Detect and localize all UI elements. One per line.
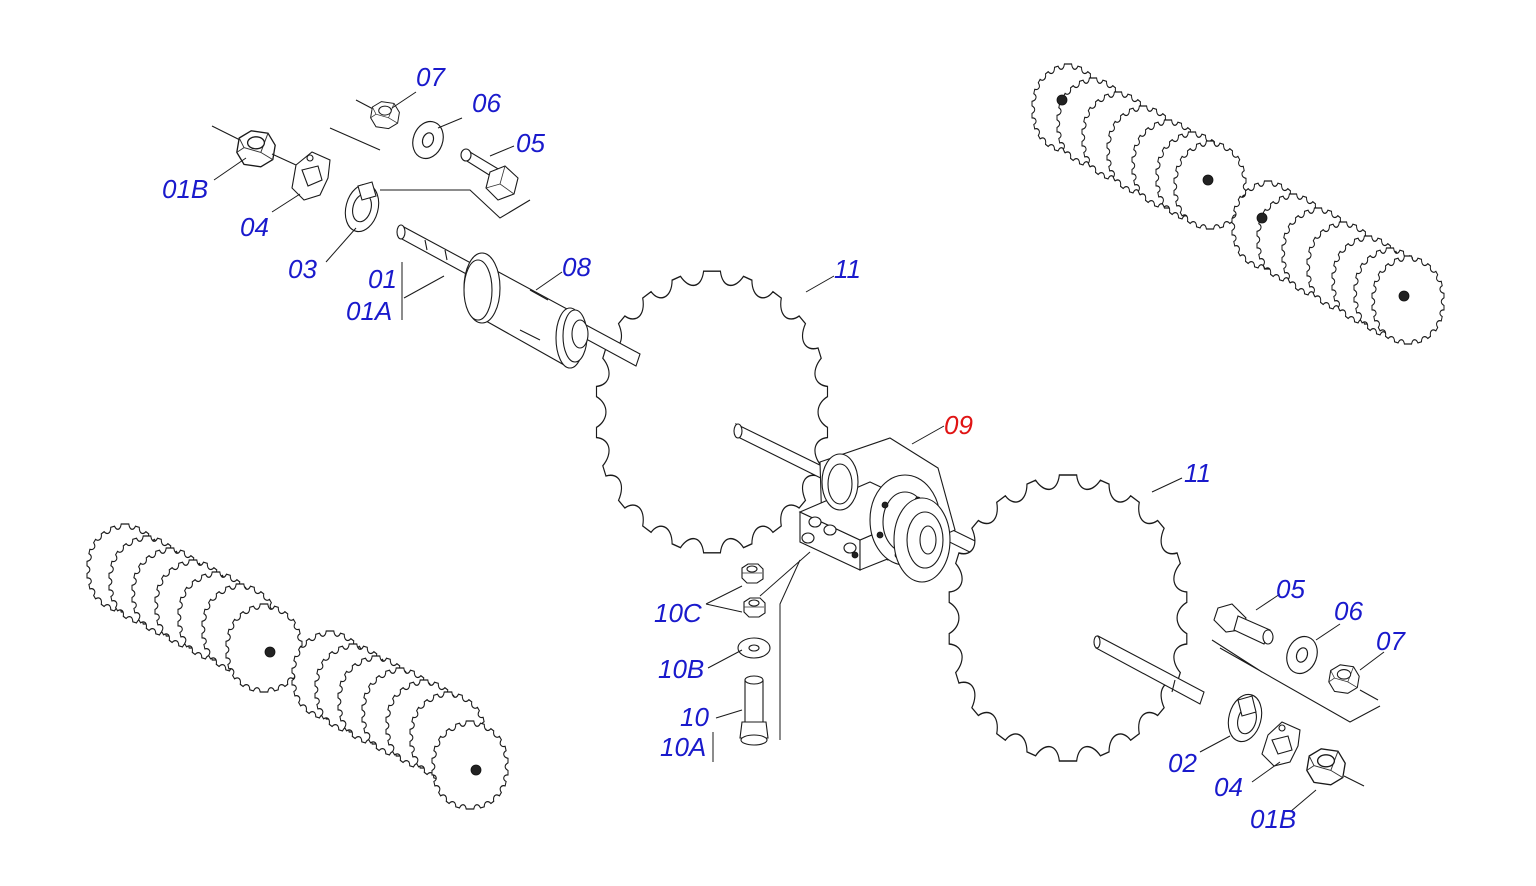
label-03: 03 <box>288 254 317 284</box>
bolt-05-bottom <box>1213 603 1274 645</box>
part-labels: 07 06 05 01B 04 03 01 01A 08 11 09 11 10… <box>162 62 1406 834</box>
label-04-bottom: 04 <box>1214 772 1243 802</box>
washer-10B <box>737 637 771 659</box>
gang-discs-top-right-group1 <box>1031 63 1247 230</box>
plate-04-bottom <box>1261 721 1301 767</box>
nut-07-bottom <box>1328 664 1379 701</box>
notched-disc-left <box>595 270 829 554</box>
disc-gang-top-right <box>1031 63 1445 345</box>
label-05-top: 05 <box>516 128 545 158</box>
nut-01B-bottom <box>1306 748 1365 787</box>
bearing-spool-08 <box>463 252 589 369</box>
label-10B: 10B <box>658 654 704 684</box>
label-01: 01 <box>368 264 397 294</box>
label-11-right: 11 <box>1184 458 1211 488</box>
label-09: 09 <box>944 410 973 440</box>
label-08: 08 <box>562 252 591 282</box>
flange-right <box>893 497 951 583</box>
washer-06-top <box>407 116 449 164</box>
hardware-10-series <box>737 551 811 746</box>
label-02: 02 <box>1168 748 1197 778</box>
label-06-top: 06 <box>472 88 501 118</box>
label-10C: 10C <box>654 598 702 628</box>
notched-disc-right <box>948 474 1188 762</box>
label-07-bottom: 07 <box>1376 626 1406 656</box>
label-01A: 01A <box>346 296 392 326</box>
label-06-bottom: 06 <box>1334 596 1363 626</box>
bolt-05-top <box>460 148 519 201</box>
hardware-top-left <box>211 99 531 233</box>
nut-01B-top <box>211 125 276 168</box>
hardware-bottom-right <box>1211 603 1381 787</box>
shaft-right <box>1093 635 1205 705</box>
washer-06-bottom <box>1281 631 1323 679</box>
nut-10C-lower <box>743 597 766 618</box>
lock-plate-02 <box>1227 693 1263 743</box>
label-05-bottom: 05 <box>1276 574 1305 604</box>
plate-04-top <box>291 151 331 201</box>
label-07-top: 07 <box>416 62 446 92</box>
label-01B-top: 01B <box>162 174 208 204</box>
label-04-top: 04 <box>240 212 269 242</box>
bolt-10 <box>739 675 769 746</box>
gang-discs-top-right-group2 <box>1231 180 1445 345</box>
disc-gang-bottom-left <box>86 523 509 810</box>
label-10A: 10A <box>660 732 706 762</box>
leader-lines <box>213 91 1385 813</box>
gang-discs-bottom-left-group2 <box>291 630 509 810</box>
nut-10C-upper <box>741 563 764 584</box>
label-10: 10 <box>680 702 709 732</box>
label-11-top: 11 <box>834 254 861 284</box>
lock-plate-03 <box>344 181 380 233</box>
label-01B-bottom: 01B <box>1250 804 1296 834</box>
gang-discs-bottom-left-group1 <box>86 523 303 693</box>
nut-07-top <box>355 99 400 130</box>
